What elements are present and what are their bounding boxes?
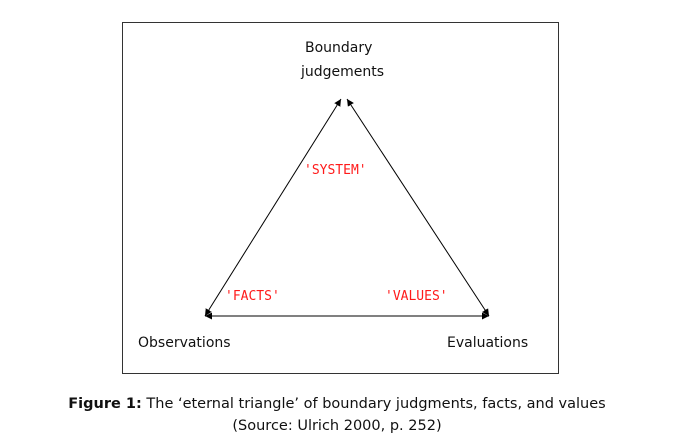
node-boundary-line1: Boundary xyxy=(305,40,373,56)
caption-source: (Source: Ulrich 2000, p. 252) xyxy=(232,418,442,434)
caption-label: Figure 1: xyxy=(68,396,142,412)
label-facts: 'FACTS' xyxy=(225,289,280,304)
figure-caption: Figure 1: The ‘eternal triangle’ of boun… xyxy=(0,393,674,437)
caption-text: The ‘eternal triangle’ of boundary judgm… xyxy=(141,396,606,412)
node-boundary-line2: judgements xyxy=(301,64,385,80)
node-evaluations: Evaluations xyxy=(447,335,529,351)
label-values: 'VALUES' xyxy=(385,289,448,304)
diagram-frame xyxy=(122,22,559,374)
label-system: 'SYSTEM' xyxy=(304,163,367,178)
arrow-observations-boundary xyxy=(204,98,342,317)
arrow-evaluations-boundary xyxy=(346,98,490,317)
node-observations: Observations xyxy=(138,335,231,351)
